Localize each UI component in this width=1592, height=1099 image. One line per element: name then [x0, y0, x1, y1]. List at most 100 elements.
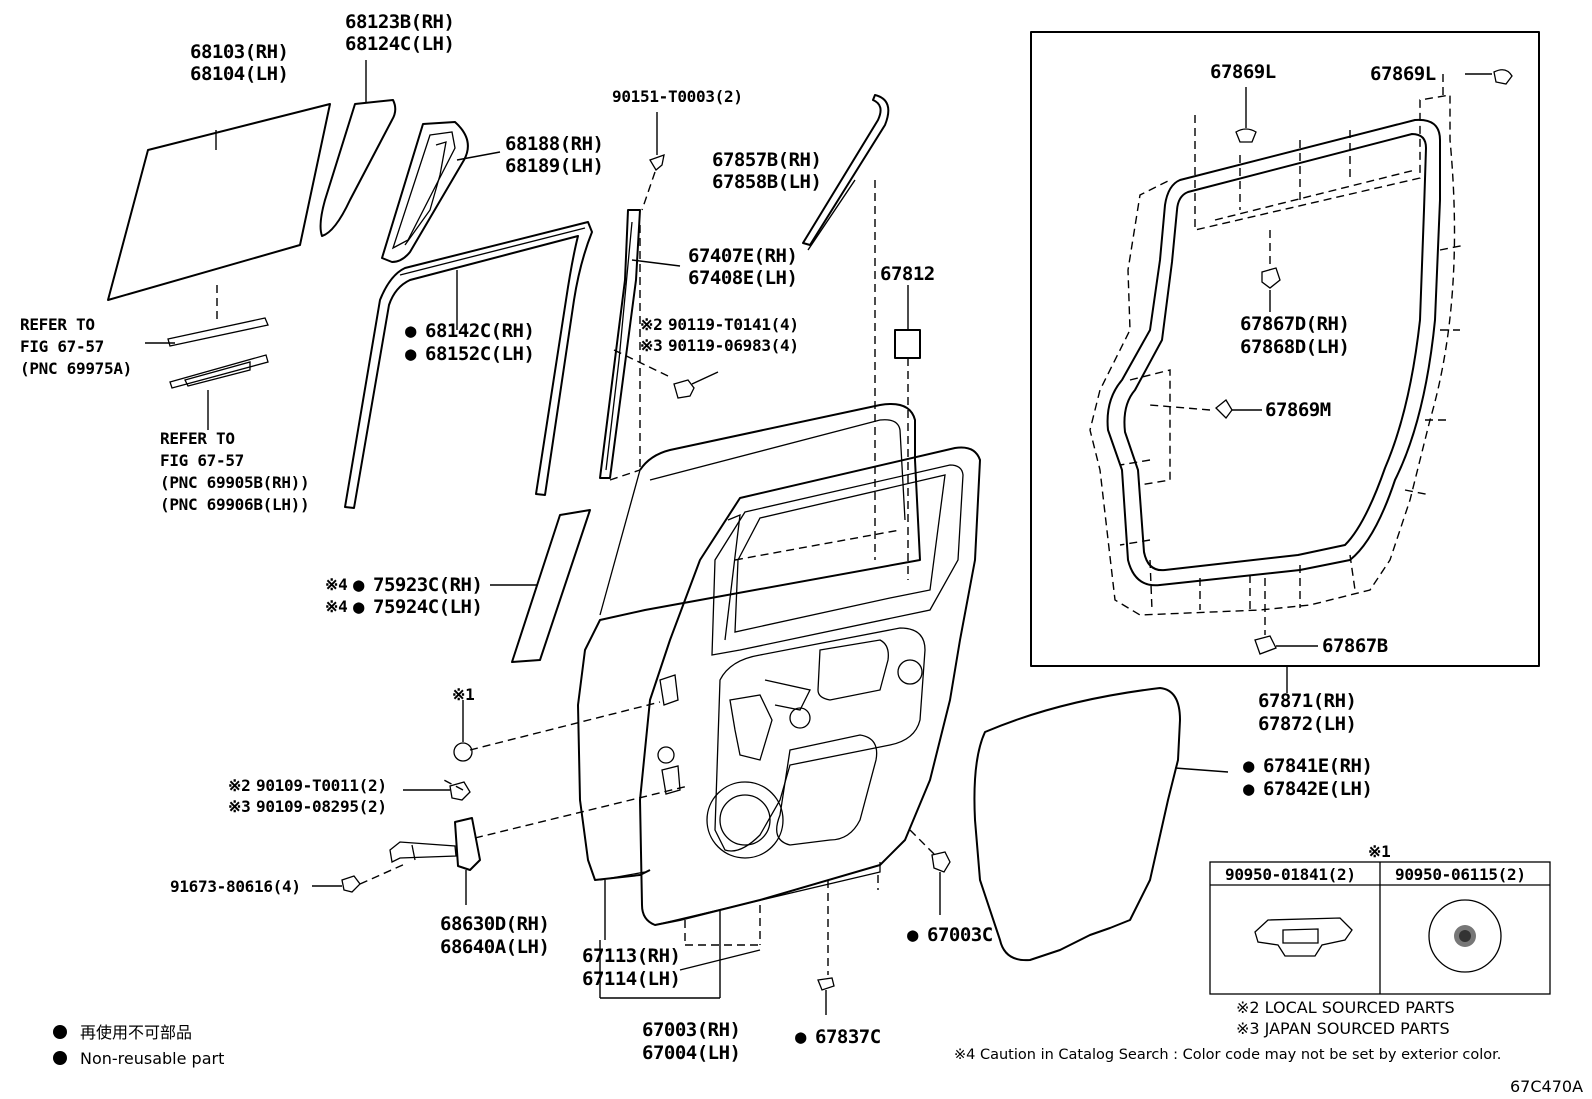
label-67858b: 67858B(LH) [712, 171, 821, 193]
label-75923c: 75923C(RH) [373, 574, 482, 596]
mark1-plug: ※1 [452, 685, 474, 704]
footnote-japan: ※3 JAPAN SOURCED PARTS [1236, 1019, 1450, 1038]
table-col2: 90950-06115(2) [1395, 865, 1526, 884]
footnote-caution: ※4 Caution in Catalog Search : Color cod… [954, 1047, 1501, 1063]
hole-cover-shape [973, 687, 1181, 962]
mark4-75924c: ※4 [325, 597, 347, 616]
plug-06115-shape [1428, 899, 1502, 973]
mark2-90119: ※2 [640, 315, 662, 334]
label-67867b: 67867B [1322, 635, 1388, 657]
legend-dot-en [53, 1051, 67, 1065]
label-67869l-a: 67869L [1210, 61, 1276, 83]
screw-90151-shape [649, 154, 665, 171]
clip-67867b-shape [1254, 635, 1277, 655]
plug-01841-shape [1254, 917, 1353, 957]
table-col1: 90950-01841(2) [1225, 865, 1356, 884]
dot-67837c: ● [795, 1026, 807, 1048]
label-67842e: 67842E(LH) [1263, 778, 1372, 800]
label-68152c: 68152C(LH) [425, 343, 534, 365]
garnish-75923c-shape [511, 509, 591, 663]
dot-68142c: ● [405, 320, 417, 342]
clip-67869l-a-shape [1235, 128, 1257, 143]
weatherstrip-detail-box [1030, 31, 1540, 667]
mark3-90109: ※3 [228, 797, 250, 816]
door-weatherstrip-shape [1106, 118, 1441, 587]
legend-dot-jp [53, 1025, 67, 1039]
label-68630d: 68630D(RH) [440, 913, 549, 935]
label-75924c: 75924C(LH) [373, 596, 482, 618]
label-67841e: 67841E(RH) [1263, 755, 1372, 777]
door-check-shape [454, 817, 481, 871]
division-bar-shape [599, 209, 641, 479]
label-67872: 67872(LH) [1258, 713, 1356, 735]
bolt-90109-shape [449, 781, 471, 801]
label-68189: 68189(LH) [505, 155, 603, 177]
ref2-line3: (PNC 69905B(RH)) [160, 473, 309, 492]
clip-67869l-b-shape [1493, 69, 1513, 85]
label-67003c: 67003C [927, 924, 993, 946]
clip-67003c-shape [931, 851, 951, 873]
ref2-line1: REFER TO [160, 429, 235, 448]
legend-en: Non-reusable part [80, 1049, 224, 1068]
outer-weatherstrip-shape [802, 94, 890, 246]
part-labels: 68103(RH) 68104(LH) 68123B(RH) 68124C(LH… [20, 11, 1583, 1096]
label-68104: 68104(LH) [190, 63, 288, 85]
label-67837c: 67837C [815, 1026, 881, 1048]
label-67004: 67004(LH) [642, 1042, 740, 1064]
ref2-line4: (PNC 69906B(LH)) [160, 495, 309, 514]
dot-67003c: ● [907, 924, 919, 946]
label-91673: 91673-80616(4) [170, 877, 301, 896]
label-67408e: 67408E(LH) [688, 267, 797, 289]
label-67812: 67812 [880, 263, 935, 285]
bolt-90119-shape [673, 379, 695, 399]
dot-67841e: ● [1243, 755, 1255, 777]
ref1-line3: (PNC 69975A) [20, 359, 132, 378]
label-67871: 67871(RH) [1258, 690, 1356, 712]
label-68188: 68188(RH) [505, 133, 603, 155]
diagram-id: 67C470A [1510, 1077, 1583, 1096]
footnote-local: ※2 LOCAL SOURCED PARTS [1236, 998, 1455, 1017]
label-67869l-b: 67869L [1370, 63, 1436, 85]
clip-67867d-shape [1261, 267, 1281, 289]
label-68640a: 68640A(LH) [440, 936, 549, 958]
mark4-75923c: ※4 [325, 575, 347, 594]
cushion-67812-shape [894, 329, 921, 359]
label-68124c: 68124C(LH) [345, 33, 454, 55]
ref1-line2: FIG 67-57 [20, 337, 104, 356]
clip-67869m-shape [1215, 399, 1233, 419]
label-67003: 67003(RH) [642, 1019, 740, 1041]
table-header: ※1 [1368, 842, 1390, 861]
label-67867d: 67867D(RH) [1240, 313, 1349, 335]
label-68123b: 68123B(RH) [345, 11, 454, 33]
dot-75923c: ● [353, 574, 365, 596]
quarter-frame-shape [381, 121, 469, 263]
label-90119-t0141: 90119-T0141(4) [668, 315, 799, 334]
legend-jp: 再使用不可部品 [80, 1023, 192, 1042]
belt-moulding-shape [167, 317, 269, 347]
bolt-91673-shape [341, 875, 361, 893]
plug-hole-shape [453, 742, 473, 762]
label-67407e: 67407E(RH) [688, 245, 797, 267]
label-67857b: 67857B(RH) [712, 149, 821, 171]
clip-67837c-shape [817, 977, 835, 991]
ref2-line2: FIG 67-57 [160, 451, 244, 470]
door-glass-shape [107, 103, 331, 301]
label-67113: 67113(RH) [582, 945, 680, 967]
dot-75924c: ● [353, 596, 365, 618]
door-outer-panel-shape [577, 403, 921, 881]
glass-run-shape [344, 221, 593, 509]
quarter-glass-shape [319, 99, 397, 237]
label-90109-t0011: 90109-T0011(2) [256, 776, 387, 795]
mark2-90109: ※2 [228, 776, 250, 795]
dot-67842e: ● [1243, 778, 1255, 800]
mark3-90119: ※3 [640, 336, 662, 355]
label-68103: 68103(RH) [190, 41, 288, 63]
ref1-line1: REFER TO [20, 315, 95, 334]
label-67114: 67114(LH) [582, 968, 680, 990]
label-67868d: 67868D(LH) [1240, 336, 1349, 358]
label-90151: 90151-T0003(2) [612, 87, 743, 106]
label-90119-06983: 90119-06983(4) [668, 336, 799, 355]
label-68142c: 68142C(RH) [425, 320, 534, 342]
door-inner-panel-shape [639, 446, 981, 926]
